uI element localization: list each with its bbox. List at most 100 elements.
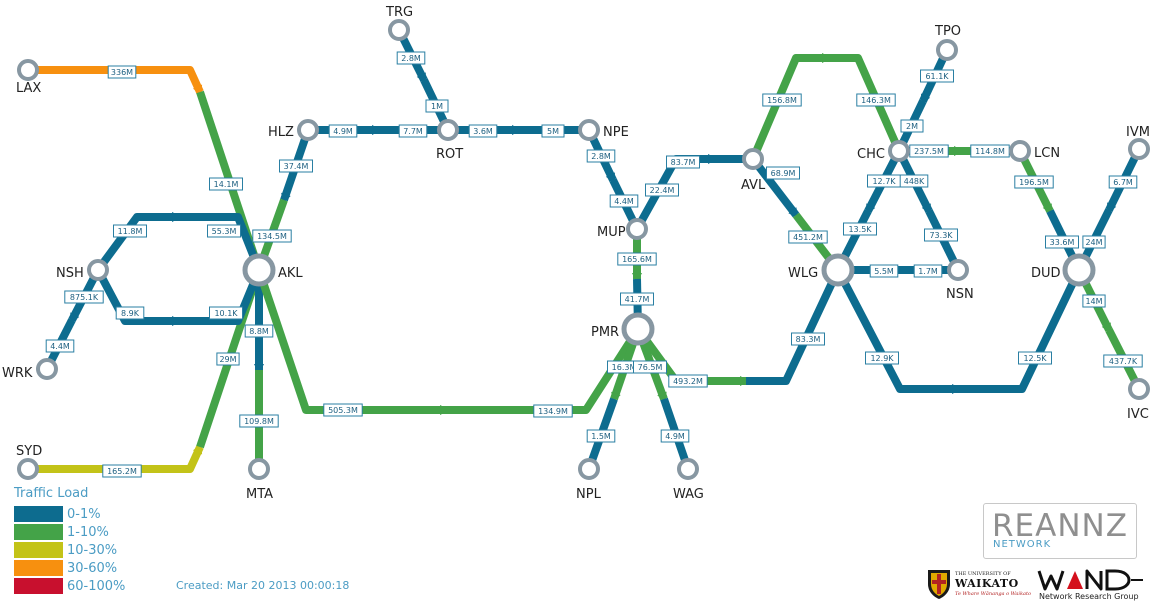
node-label-syd: SYD: [16, 444, 42, 459]
link-label-text: 109.8M: [244, 417, 274, 426]
link-label-text: 8.9K: [121, 309, 140, 318]
link-label-text: 336M: [111, 68, 133, 77]
link-label-pmr-wlg-1: 83.3M: [791, 332, 825, 346]
node-wlg[interactable]: [821, 253, 855, 287]
link-label-text: 3.6M: [473, 127, 493, 136]
link-arrow-akl-pmr-0: [440, 405, 450, 415]
node-wag[interactable]: [677, 458, 699, 480]
link-label-nsh-wrk-1: 4.4M: [45, 339, 75, 353]
link-arrow-pmr-wlg-0: [740, 376, 750, 386]
link-label-nsh-akl-top-1: 55.3M: [207, 224, 241, 238]
node-lcn[interactable]: [1009, 140, 1031, 162]
reannz-wordmark: REANNZ: [992, 508, 1128, 544]
node-pmr[interactable]: [621, 312, 655, 346]
link-label-text: 451.2M: [793, 233, 823, 242]
node-label-npe: NPE: [603, 125, 629, 140]
link-label-akl-mta-0: 8.8M: [244, 324, 274, 338]
link-label-syd-akl-1: 29M: [216, 352, 240, 366]
node-dud[interactable]: [1062, 253, 1096, 287]
link-label-box: [620, 292, 654, 306]
link-label-box: [1045, 235, 1079, 249]
node-hlz[interactable]: [297, 119, 319, 141]
link-label-pmr-wag-0: 76.5M: [633, 360, 667, 374]
node-syd[interactable]: [17, 458, 39, 480]
node-nsn[interactable]: [947, 259, 969, 281]
link-arrow-mup-pmr-0: [632, 273, 642, 283]
legend-item: 60-100%: [14, 577, 125, 595]
link-arrow-nsh-akl-bottom-0: [172, 316, 182, 326]
link-label-box: [541, 124, 565, 138]
link-label-box: [924, 228, 958, 242]
waikato-crest-icon: [928, 570, 950, 599]
reannz-logo: REANNZ NETWORK: [983, 503, 1137, 559]
node-label-nsn: NSN: [946, 287, 974, 302]
legend-title: Traffic Load: [14, 486, 89, 501]
link-label-akl-pmr-0: 505.3M: [323, 403, 363, 417]
link-label-box: [856, 93, 896, 107]
link-label-box: [645, 183, 679, 197]
link-label-box: [45, 339, 75, 353]
node-wrk[interactable]: [36, 358, 58, 380]
link-label-nsh-akl-bottom-0: 8.9K: [115, 306, 145, 320]
node-ivc[interactable]: [1128, 378, 1150, 400]
link-label-text: 7.7M: [403, 127, 423, 136]
link-label-text: 6.7M: [1113, 178, 1133, 187]
link-label-box: [398, 124, 428, 138]
link-label-text: 68.9M: [771, 169, 796, 178]
link-label-box: [209, 177, 243, 191]
link-label-text: 37.4M: [284, 162, 309, 171]
legend-label: 30-60%: [67, 560, 118, 576]
link-label-nsh-akl-top-0: 11.8M: [113, 224, 147, 238]
link-label-lax-akl-1: 14.1M: [209, 177, 243, 191]
node-chc[interactable]: [888, 140, 910, 162]
node-avl[interactable]: [742, 148, 764, 170]
link-label-text: 83.7M: [671, 158, 696, 167]
node-akl[interactable]: [242, 253, 276, 287]
link-label-text: 83.3M: [796, 335, 821, 344]
waikato-line1: THE UNIVERSITY OF: [955, 571, 1011, 577]
link-label-hlz-rot-1: 7.7M: [398, 124, 428, 138]
link-label-dud-ivc-1: 437.7K: [1103, 354, 1143, 368]
link-label-text: 5M: [547, 127, 559, 136]
link-label-box: [1014, 175, 1054, 189]
node-tpo[interactable]: [936, 39, 958, 61]
link-arrow-mup-avl-0: [708, 154, 718, 164]
link-label-box: [279, 159, 313, 173]
link-label-box: [869, 264, 899, 278]
link-label-text: 16.3M: [612, 363, 637, 372]
link-label-text: 12.9K: [870, 354, 894, 363]
link-label-text: 1.5M: [591, 432, 611, 441]
link-segment-nsh-akl-top-0: [94, 213, 178, 273]
legend-label: 1-10%: [67, 524, 109, 540]
link-label-chc-lcn-1: 114.8M: [970, 144, 1010, 158]
link-label-text: 4.4M: [614, 197, 634, 206]
node-label-ivc: IVC: [1127, 407, 1149, 422]
node-rot[interactable]: [437, 119, 459, 141]
link-label-text: 437.7K: [1109, 357, 1138, 366]
node-mup[interactable]: [626, 218, 648, 240]
link-label-npe-mup-1: 4.4M: [609, 194, 639, 208]
node-trg[interactable]: [388, 19, 410, 41]
link-label-box: [913, 264, 943, 278]
link-label-text: 11.8M: [118, 227, 143, 236]
link-arrow-avl-chc-0: [822, 53, 832, 63]
node-label-rot: ROT: [436, 147, 463, 162]
link-label-box: [102, 464, 142, 478]
link-label-hlz-akl-0: 37.4M: [279, 159, 313, 173]
node-npl[interactable]: [578, 458, 600, 480]
waikato-motto: Te Whare Wānanga o Waikato: [955, 591, 1032, 597]
link-label-tpo-chc-1: 2M: [900, 119, 924, 133]
node-ivm[interactable]: [1128, 138, 1150, 160]
node-label-akl: AKL: [278, 266, 303, 281]
link-label-text: 73.3K: [929, 231, 953, 240]
node-label-mta: MTA: [246, 487, 273, 502]
link-label-hlz-rot-0: 4.9M: [328, 124, 358, 138]
link-label-text: 2.8M: [401, 54, 421, 63]
node-nsh[interactable]: [87, 259, 109, 281]
link-label-box: [468, 124, 498, 138]
node-mta[interactable]: [248, 458, 270, 480]
node-npe[interactable]: [578, 119, 600, 141]
node-lax[interactable]: [17, 59, 39, 81]
link-label-box: [762, 93, 802, 107]
